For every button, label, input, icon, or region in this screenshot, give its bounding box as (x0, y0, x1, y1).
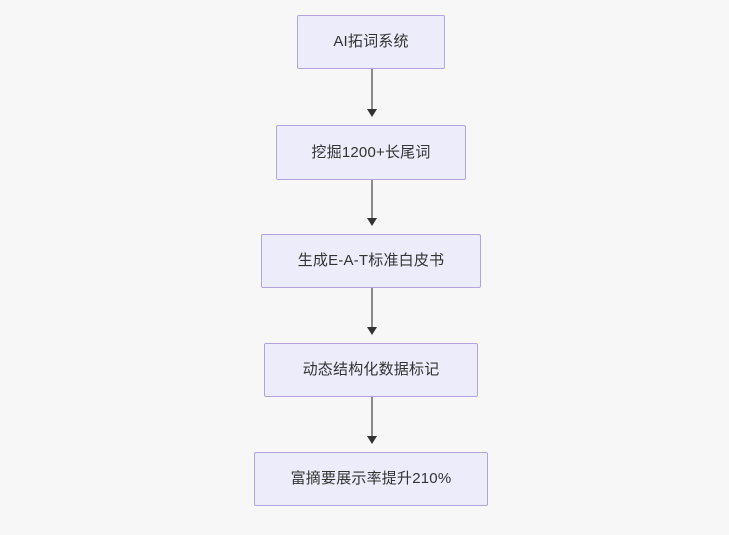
flow-node-label: 动态结构化数据标记 (302, 361, 440, 378)
edge-arrowhead-icon (366, 436, 377, 444)
flow-node-n5[interactable]: 富摘要展示率提升210% (254, 452, 488, 506)
flow-node-n4[interactable]: 动态结构化数据标记 (264, 343, 478, 397)
edge-line (371, 397, 373, 437)
flow-node-label: AI拓词系统 (333, 33, 409, 50)
flow-node-label: 挖掘1200+长尾词 (311, 143, 431, 161)
edge-arrowhead-icon (366, 327, 377, 335)
edge-line (371, 69, 373, 110)
edge-arrowhead-icon (366, 218, 377, 226)
flow-node-n3[interactable]: 生成E-A-T标准白皮书 (261, 234, 481, 288)
flow-node-n2[interactable]: 挖掘1200+长尾词 (276, 125, 466, 180)
edge-line (371, 288, 373, 328)
flow-node-n1[interactable]: AI拓词系统 (297, 15, 445, 69)
edge-line (371, 180, 373, 219)
edge-arrowhead-icon (366, 109, 377, 117)
flow-node-label: 富摘要展示率提升210% (290, 470, 452, 487)
flow-node-label: 生成E-A-T标准白皮书 (297, 252, 445, 269)
